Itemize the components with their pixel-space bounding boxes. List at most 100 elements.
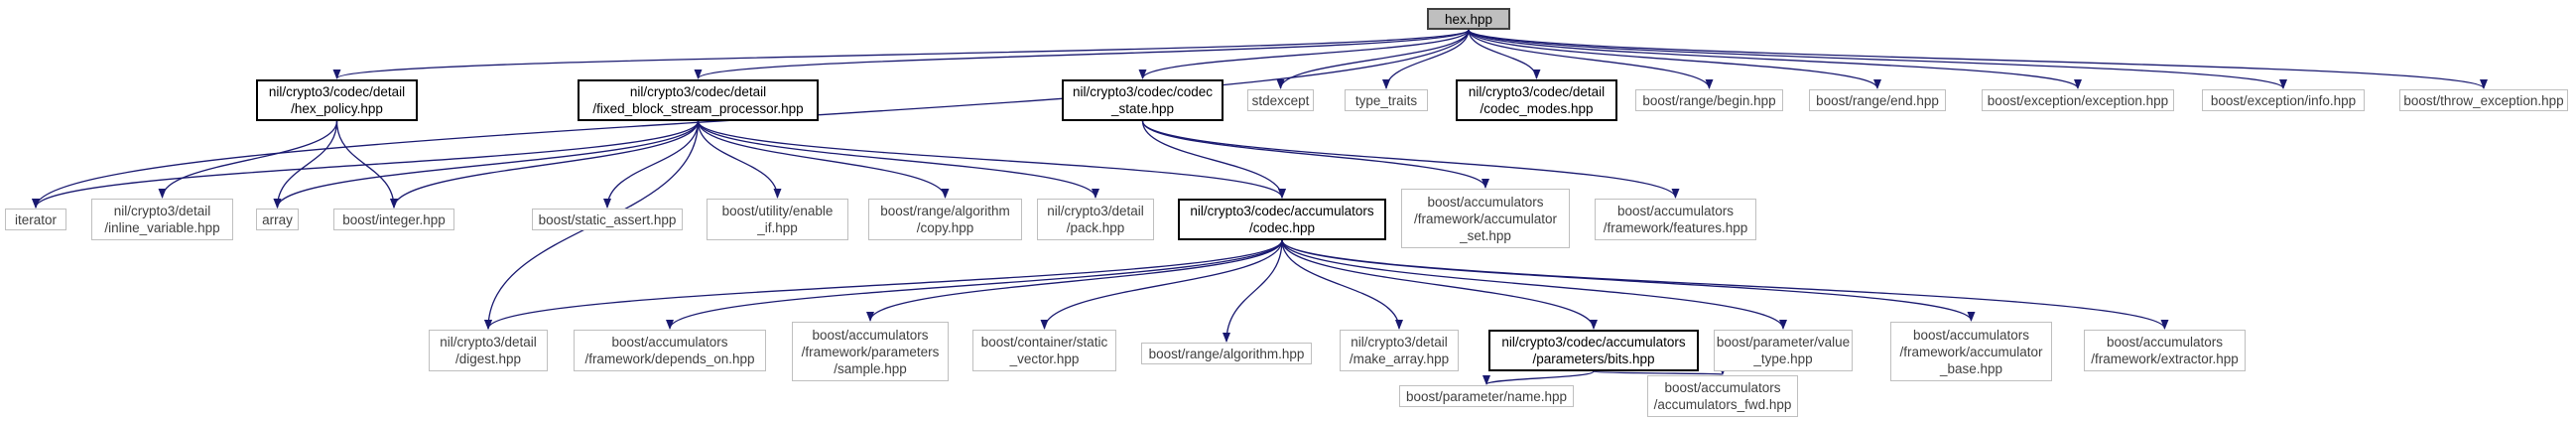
node-label-line: /hex_policy.hpp xyxy=(291,101,383,116)
node-label-line: boost/range/begin.hpp xyxy=(1642,92,1776,108)
node-label-line: nil/crypto3/detail xyxy=(113,204,211,218)
edge-codecacc-to-sample xyxy=(866,239,1283,322)
node-label-line: nil/crypto3/detail xyxy=(1047,204,1144,218)
node-label-line: _base.hpp xyxy=(1939,360,2003,376)
node-svector[interactable]: boost/container/static_vector.hpp xyxy=(972,330,1116,371)
node-accbase[interactable]: boost/accumulators/framework/accumulator… xyxy=(1890,322,2052,381)
node-typetr[interactable]: type_traits xyxy=(1345,89,1428,111)
node-fbsp[interactable]: nil/crypto3/codec/detail/fixed_block_str… xyxy=(578,79,819,121)
node-label-line: boost/range/algorithm xyxy=(880,204,1010,218)
node-accset[interactable]: boost/accumulators/framework/accumulator… xyxy=(1401,189,1570,248)
node-label-line: /framework/depends_on.hpp xyxy=(584,351,755,366)
node-label-line: array xyxy=(262,211,293,227)
edge-root-to-cmodes xyxy=(1468,29,1541,79)
node-label-line: _state.hpp xyxy=(1110,101,1175,116)
node-label-line: boost/utility/enable xyxy=(721,204,834,218)
node-excinfo[interactable]: boost/exception/info.hpp xyxy=(2202,89,2365,111)
node-label-line: hex.hpp xyxy=(1444,11,1493,27)
edge-codecacc-to-digest xyxy=(484,239,1283,330)
node-algcopy[interactable]: boost/range/algorithm/copy.hpp xyxy=(868,199,1022,240)
edge-hexpol-to-array xyxy=(273,120,338,209)
edge-cstate-to-codecacc xyxy=(1141,120,1286,199)
node-label-line: /fixed_block_stream_processor.hpp xyxy=(592,101,804,116)
edge-codecacc-to-makearr xyxy=(1281,239,1403,330)
node-label-line: nil/crypto3/codec/accumulators xyxy=(1190,204,1374,218)
edge-root-to-stdexcept xyxy=(1276,29,1470,89)
node-label-line: type_traits xyxy=(1354,92,1418,108)
edge-root-to-begin xyxy=(1468,29,1714,89)
node-label-line: boost/throw_exception.hpp xyxy=(2403,92,2564,108)
node-accfwd[interactable]: boost/accumulators/accumulators_fwd.hpp xyxy=(1647,375,1798,417)
node-label-line: boost/range/end.hpp xyxy=(1816,92,1939,108)
node-label-line: _if.hpp xyxy=(757,220,798,235)
node-inlvar[interactable]: nil/crypto3/detail/inline_variable.hpp xyxy=(91,199,233,240)
edge-codecacc-to-bits xyxy=(1281,239,1598,330)
node-label-line: boost/parameter/name.hpp xyxy=(1405,388,1568,404)
edge-bits-to-pname xyxy=(1482,370,1595,385)
node-makearr[interactable]: nil/crypto3/detail/make_array.hpp xyxy=(1340,330,1459,371)
node-label-line: stdexcept xyxy=(1251,92,1310,108)
node-begin[interactable]: boost/range/begin.hpp xyxy=(1635,89,1783,111)
node-integer[interactable]: boost/integer.hpp xyxy=(333,209,454,230)
node-bits[interactable]: nil/crypto3/codec/accumulators/parameter… xyxy=(1488,330,1699,371)
node-end[interactable]: boost/range/end.hpp xyxy=(1809,89,1946,111)
node-label-line: boost/exception/info.hpp xyxy=(2210,92,2357,108)
edge-codecacc-to-ralg xyxy=(1223,239,1283,343)
node-label-line: nil/crypto3/detail xyxy=(1351,335,1448,350)
node-label-line: /digest.hpp xyxy=(454,351,522,366)
node-label-line: /codec.hpp xyxy=(1248,220,1316,235)
node-sample[interactable]: boost/accumulators/framework/parameters/… xyxy=(792,322,949,381)
edge-fbsp-to-integer xyxy=(390,120,700,209)
node-pname[interactable]: boost/parameter/name.hpp xyxy=(1399,385,1574,407)
node-excexc[interactable]: boost/exception/exception.hpp xyxy=(1982,89,2174,111)
node-label-line: /accumulators_fwd.hpp xyxy=(1653,397,1792,412)
node-label-line: nil/crypto3/codec/detail xyxy=(1468,84,1606,99)
node-cstate[interactable]: nil/crypto3/codec/codec _state.hpp xyxy=(1062,79,1224,121)
node-ralg[interactable]: boost/range/algorithm.hpp xyxy=(1141,343,1312,364)
edge-cstate-to-features xyxy=(1141,120,1680,199)
node-features[interactable]: boost/accumulators/framework/features.hp… xyxy=(1595,199,1756,240)
edge-fbsp-to-algcopy xyxy=(697,120,950,199)
node-label-line: _set.hpp xyxy=(1460,227,1511,243)
node-digest[interactable]: nil/crypto3/detail/digest.hpp xyxy=(429,330,548,371)
node-array[interactable]: array xyxy=(256,209,299,230)
node-stdexcept[interactable]: stdexcept xyxy=(1247,89,1314,111)
node-label-line: nil/crypto3/codec/accumulators xyxy=(1501,335,1686,350)
edge-bits-to-accfwd xyxy=(1593,364,1726,375)
node-label-line: boost/accumulators xyxy=(1616,204,1735,218)
node-throwexc[interactable]: boost/throw_exception.hpp xyxy=(2399,89,2568,111)
node-cmodes[interactable]: nil/crypto3/codec/detail/codec_modes.hpp xyxy=(1456,79,1617,121)
node-codecacc[interactable]: nil/crypto3/codec/accumulators/codec.hpp xyxy=(1178,199,1386,240)
edge-root-to-throwexc xyxy=(1468,29,2488,89)
node-label-line: /parameters/bits.hpp xyxy=(1532,351,1655,366)
node-label-line: /inline_variable.hpp xyxy=(104,220,220,235)
node-extractor[interactable]: boost/accumulators/framework/extractor.h… xyxy=(2084,330,2246,371)
node-hexpol[interactable]: nil/crypto3/codec/detail/hex_policy.hpp xyxy=(256,79,418,121)
node-label-line: boost/accumulators xyxy=(1912,327,2030,343)
edge-root-to-hexpol xyxy=(332,29,1470,79)
node-depon[interactable]: boost/accumulators/framework/depends_on.… xyxy=(574,330,766,371)
edge-fbsp-to-array xyxy=(273,120,700,209)
node-sassert[interactable]: boost/static_assert.hpp xyxy=(532,209,683,230)
node-label-line: nil/crypto3/codec/codec xyxy=(1072,84,1214,99)
node-pack[interactable]: nil/crypto3/detail/pack.hpp xyxy=(1037,199,1154,240)
node-label-line: boost/accumulators xyxy=(812,327,929,343)
node-enableif[interactable]: boost/utility/enable _if.hpp xyxy=(707,199,848,240)
node-label-line: /framework/features.hpp xyxy=(1603,220,1748,235)
node-iterator[interactable]: iterator xyxy=(5,209,66,230)
node-label-line: boost/static_assert.hpp xyxy=(538,211,677,227)
node-root[interactable]: hex.hpp xyxy=(1427,8,1510,30)
edge-fbsp-to-enableif xyxy=(697,120,782,199)
node-label-line: nil/crypto3/codec/detail xyxy=(268,84,406,99)
node-valtype[interactable]: boost/parameter/value_type.hpp xyxy=(1714,330,1853,371)
edge-fbsp-to-iterator xyxy=(32,120,700,209)
node-label-line: /framework/parameters xyxy=(801,344,940,359)
edge-fbsp-to-pack xyxy=(697,120,1099,199)
node-label-line: /framework/accumulator xyxy=(1413,210,1558,226)
node-label-line: boost/integer.hpp xyxy=(342,211,446,227)
node-label-line: /sample.hpp xyxy=(834,360,907,376)
edge-root-to-excexc xyxy=(1468,29,2082,89)
node-label-line: boost/parameter/value xyxy=(1716,335,1851,350)
edge-root-to-fbsp xyxy=(694,29,1470,79)
